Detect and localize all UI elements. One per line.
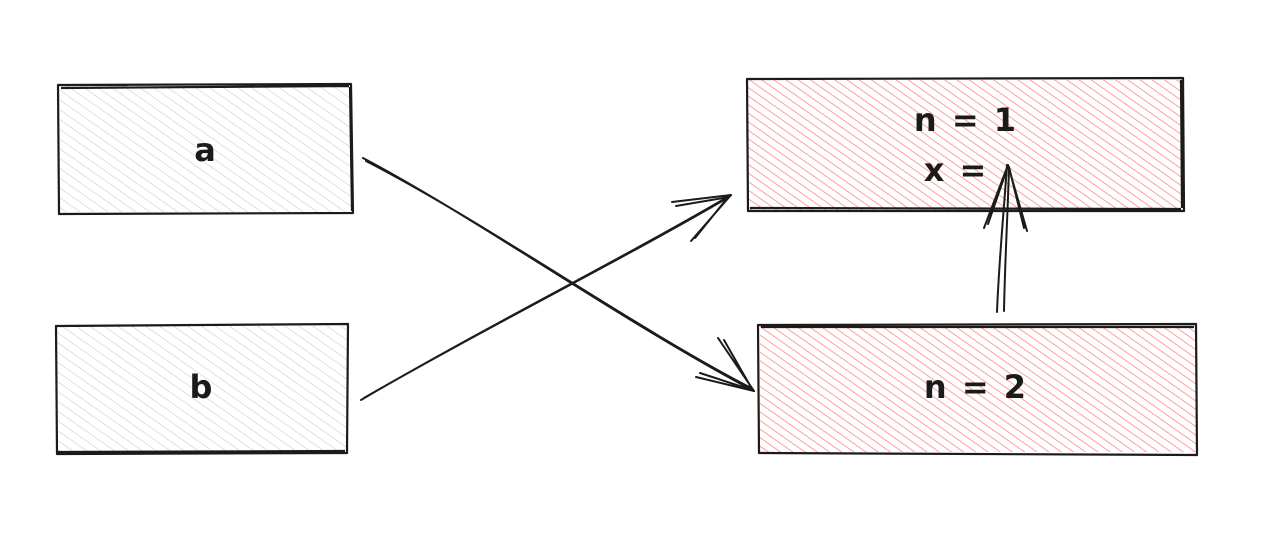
node-top-right-fill — [748, 80, 1182, 210]
node-bottom-right-label: n = 2 — [924, 368, 1028, 406]
edge-a-to-bottom-right-line — [362, 157, 755, 392]
node-b-outline — [54, 322, 350, 456]
node-a-fill — [60, 86, 352, 212]
edge-bottom-right-to-top-right-line — [996, 164, 1010, 313]
edge-b-to-top-right[interactable] — [360, 194, 732, 401]
node-b[interactable]: b — [54, 322, 350, 456]
node-top-right-line-2: x = — [924, 151, 989, 189]
node-a-label: a — [194, 131, 218, 169]
node-bottom-right-outline — [756, 322, 1199, 457]
node-top-right-line-1: n = 1 — [914, 101, 1018, 139]
edge-bottom-right-to-top-right[interactable] — [983, 164, 1028, 313]
node-b-fill — [57, 326, 347, 452]
edge-a-to-bottom-right[interactable] — [362, 157, 755, 392]
node-a-outline — [56, 82, 355, 216]
edge-b-to-top-right-line — [360, 194, 732, 401]
edge-a-to-bottom-right-arrowhead — [695, 337, 755, 392]
node-top-right[interactable]: n = 1 x = — [745, 76, 1186, 213]
node-top-right-outline — [745, 76, 1186, 213]
node-bottom-right[interactable]: n = 2 — [756, 322, 1199, 457]
node-b-label: b — [190, 368, 215, 406]
edge-b-to-top-right-arrowhead — [671, 194, 732, 242]
node-bottom-right-fill — [760, 326, 1196, 452]
edge-bottom-right-to-top-right-arrowhead — [983, 164, 1028, 232]
node-a[interactable]: a — [56, 82, 355, 216]
